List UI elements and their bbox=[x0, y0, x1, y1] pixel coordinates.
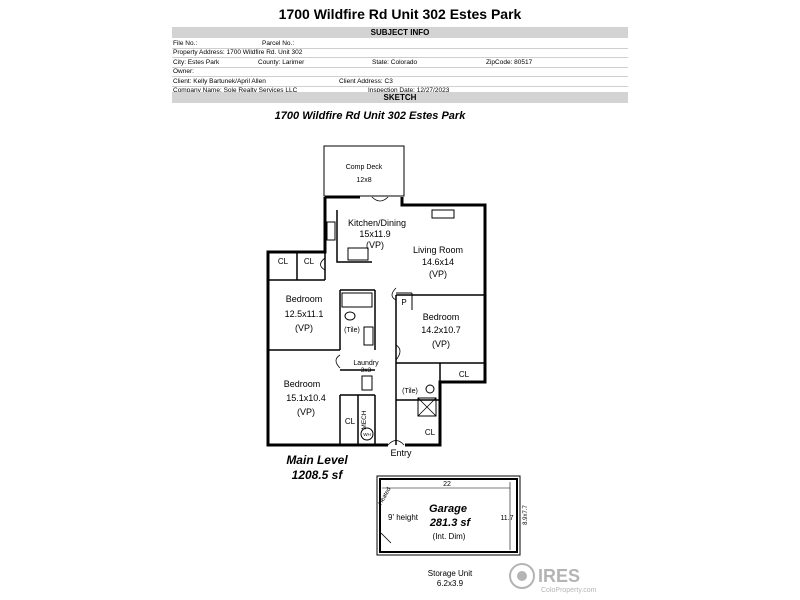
bedroom2-vp: (VP) bbox=[432, 339, 450, 349]
sketch-heading: SKETCH bbox=[172, 92, 628, 103]
entry-label: Entry bbox=[390, 448, 412, 458]
wall-left bbox=[266, 197, 388, 447]
deck-name: Comp Deck bbox=[346, 164, 383, 171]
main-level-label: Main Level bbox=[286, 453, 348, 467]
ires-logo-icon bbox=[509, 563, 535, 589]
deck-door bbox=[371, 196, 389, 202]
info-row-file: File No.: Parcel No.: bbox=[172, 39, 628, 49]
closet-label: CL bbox=[278, 257, 289, 266]
page-title: 1700 Wildfire Rd Unit 302 Estes Park bbox=[278, 6, 522, 22]
bedroom1-vp: (VP) bbox=[295, 323, 313, 333]
info-row-address: Property Address: 1700 Wildfire Rd. Unit… bbox=[172, 49, 628, 58]
garage-walls bbox=[379, 478, 518, 553]
kitchen-island bbox=[347, 247, 369, 261]
mech-label: MECH bbox=[361, 410, 368, 429]
city: City: Estes Park bbox=[173, 58, 220, 66]
garage-note: (Int. Dim) bbox=[433, 532, 466, 541]
garage-depth: 11.7 bbox=[500, 515, 513, 522]
main-level-area: 1208.5 sf bbox=[292, 468, 344, 482]
bath2-tile: (Tile) bbox=[402, 388, 418, 395]
kitchen-wall bbox=[336, 210, 372, 263]
vanity-1 bbox=[363, 326, 374, 346]
kitchen-vp: (VP) bbox=[366, 240, 384, 250]
garage-side-dim: 8.9x7.7 bbox=[523, 504, 529, 524]
washer-dryer bbox=[361, 375, 373, 391]
bedroom3-dim: 15.1x10.4 bbox=[286, 393, 326, 403]
water-heater-label: WH bbox=[363, 432, 371, 437]
door-arc bbox=[391, 287, 397, 301]
sketch-title: 1700 Wildfire Rd Unit 302 Estes Park bbox=[274, 110, 466, 122]
garage-height: 9' height bbox=[388, 513, 419, 522]
garage-area: 281.3 sf bbox=[429, 517, 472, 529]
toilet-1 bbox=[344, 311, 356, 321]
client-address: Client Address: C3 bbox=[339, 77, 393, 85]
closet-label: CL bbox=[425, 428, 436, 437]
deck-outline bbox=[323, 145, 405, 197]
garage-width: 22 bbox=[443, 481, 451, 488]
storage-name: Storage Unit bbox=[428, 569, 473, 578]
bedroom3-name: Bedroom bbox=[284, 379, 321, 389]
closet-label: CL bbox=[304, 257, 315, 266]
info-row-owner: Owner: bbox=[172, 68, 628, 77]
wall-top-right bbox=[400, 197, 487, 295]
laundry-name: Laundry bbox=[353, 360, 379, 367]
closet-label: CL bbox=[459, 370, 470, 379]
garage-name: Garage bbox=[429, 503, 467, 515]
laundry-dim: 3x3 bbox=[361, 367, 372, 374]
closet-label: CL bbox=[345, 417, 356, 426]
door-arc bbox=[395, 344, 401, 361]
file-no: File No.: bbox=[173, 39, 198, 47]
parcel-no: Parcel No.: bbox=[262, 39, 295, 47]
property-address: Property Address: 1700 Wildfire Rd. Unit… bbox=[173, 49, 303, 56]
state: State: Colorado bbox=[372, 58, 418, 66]
fireplace bbox=[431, 209, 455, 219]
bedroom3-vp: (VP) bbox=[297, 407, 315, 417]
ires-brand: IRES bbox=[538, 566, 580, 586]
ires-watermark: IRES ColoProperty.com bbox=[509, 563, 597, 594]
info-row-city: City: Estes Park County: Larimer State: … bbox=[172, 58, 628, 68]
ires-site: ColoProperty.com bbox=[541, 587, 597, 594]
living-vp: (VP) bbox=[429, 269, 447, 279]
range bbox=[326, 221, 336, 241]
county: County: Larimer bbox=[258, 58, 305, 66]
storage-dim: 6.2x3.9 bbox=[437, 579, 464, 588]
subject-info-table: File No.: Parcel No.: Property Address: … bbox=[172, 39, 628, 96]
subject-info-heading: SUBJECT INFO bbox=[172, 27, 628, 38]
kitchen-name: Kitchen/Dining bbox=[348, 218, 406, 228]
door-arc bbox=[320, 257, 326, 271]
entry-door bbox=[387, 440, 405, 446]
living-name: Living Room bbox=[413, 245, 463, 255]
owner: Owner: bbox=[173, 68, 194, 75]
water-heater-icon bbox=[360, 427, 374, 441]
garage-outer bbox=[376, 475, 521, 556]
info-row-client: Client: Kelly Bartunek/April Allen Clien… bbox=[172, 77, 628, 87]
toilet-2 bbox=[425, 384, 435, 394]
pantry-label: P bbox=[401, 298, 406, 307]
bedroom1-dim: 12.5x11.1 bbox=[285, 309, 324, 319]
inspection-date: Inspection Date: 12/27/2023 bbox=[368, 87, 450, 94]
living-dim: 14.6x14 bbox=[422, 257, 454, 267]
shower-2 bbox=[417, 397, 437, 417]
company: Company Name: Sole Realty Services LLC bbox=[173, 87, 298, 94]
bath1-tile: (Tile) bbox=[344, 327, 360, 334]
bathtub-1 bbox=[341, 292, 373, 308]
door-arc bbox=[335, 354, 341, 369]
kitchen-dim: 15x11.9 bbox=[359, 229, 390, 239]
zip: ZipCode: 80517 bbox=[486, 58, 533, 66]
client: Client: Kelly Bartunek/April Allen bbox=[173, 77, 266, 85]
garage-door bbox=[380, 532, 392, 544]
bedroom2-name: Bedroom bbox=[423, 312, 460, 322]
deck-dim: 12x8 bbox=[356, 177, 371, 184]
bedroom2-dim: 14.2x10.7 bbox=[421, 325, 461, 335]
bedroom1-name: Bedroom bbox=[286, 294, 323, 304]
